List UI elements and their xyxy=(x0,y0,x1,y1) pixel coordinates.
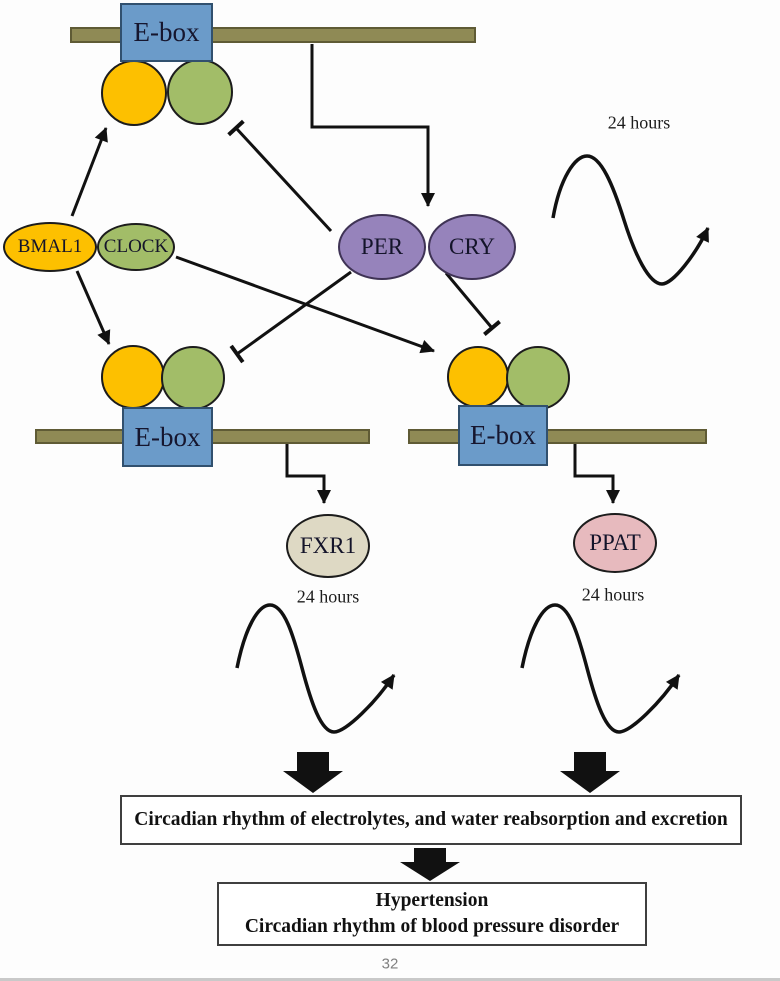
page-number: 32 xyxy=(381,955,399,973)
per-node: PER xyxy=(338,214,426,280)
transcription-arrow-to-ppat xyxy=(573,444,620,504)
cycle-label-top-right: 24 hours xyxy=(607,112,671,133)
clock-node: CLOCK xyxy=(97,223,175,271)
ebox-mid-right: E-box xyxy=(458,405,548,466)
per-label: PER xyxy=(360,234,404,259)
inhibition-bar-per-to-left-complex xyxy=(229,270,352,364)
sine-wave-fxr1 xyxy=(235,603,396,734)
clock-protein-circle-top xyxy=(167,59,233,125)
inhibition-bar-cry-to-right-complex xyxy=(444,272,501,336)
bmal1-label: BMAL1 xyxy=(17,236,83,257)
block-arrow-right-down xyxy=(560,752,620,793)
cycle-label-ppat: 24 hours xyxy=(581,584,645,605)
transcription-arrow-to-fxr1 xyxy=(285,444,331,504)
outcome-box-hypertension: Hypertension Circadian rhythm of blood p… xyxy=(217,882,647,946)
ebox-top-label: E-box xyxy=(133,17,200,47)
block-arrow-middle-down xyxy=(400,848,460,881)
block-arrow-left-down xyxy=(283,752,343,793)
ebox-mid-right-label: E-box xyxy=(470,420,536,450)
clock-label: CLOCK xyxy=(103,236,169,257)
bmal1-protein-circle-left xyxy=(101,345,165,409)
ebox-top: E-box xyxy=(120,3,213,62)
outcome-box-electrolytes: Circadian rhythm of electrolytes, and wa… xyxy=(120,795,742,845)
ebox-mid-left-label: E-box xyxy=(134,421,201,452)
clock-protein-circle-left xyxy=(161,346,225,410)
hypertension-line2: Circadian rhythm of blood pressure disor… xyxy=(244,916,620,937)
outcome-box-electrolytes-text: Circadian rhythm of electrolytes, and wa… xyxy=(134,808,728,830)
clock-protein-circle-right xyxy=(506,346,570,410)
ebox-mid-left: E-box xyxy=(122,407,213,467)
ppat-label: PPAT xyxy=(589,530,641,555)
sine-wave-top-right xyxy=(551,154,710,286)
cry-node: CRY xyxy=(428,214,516,280)
activation-arrow-topgene-to-percry xyxy=(310,44,435,207)
bmal1-protein-circle-top xyxy=(101,60,167,126)
hypertension-line1: Hypertension xyxy=(375,889,489,911)
fxr1-node: FXR1 xyxy=(286,514,370,578)
fxr1-label: FXR1 xyxy=(299,533,357,558)
activation-arrow-bmal1-to-left-complex xyxy=(75,270,111,345)
ppat-node: PPAT xyxy=(573,513,657,573)
sine-wave-ppat xyxy=(520,603,681,734)
bmal1-protein-circle-right xyxy=(447,346,509,408)
cry-label: CRY xyxy=(448,234,496,259)
cycle-label-fxr1: 24 hours xyxy=(296,586,360,607)
activation-arrow-bmal1-to-top-complex xyxy=(70,127,108,217)
inhibition-bar-per-to-top-complex xyxy=(227,119,333,233)
bmal1-node: BMAL1 xyxy=(3,222,97,272)
